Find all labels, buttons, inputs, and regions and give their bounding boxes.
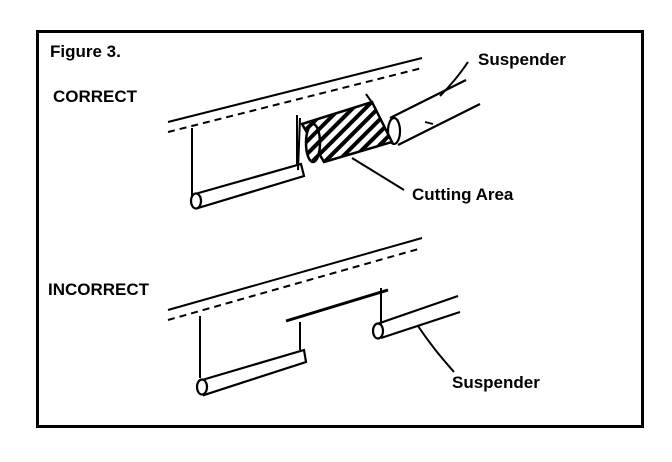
- suspender-bottom-leader: [417, 325, 455, 373]
- correct-label: CORRECT: [53, 87, 138, 106]
- figure-frame: [36, 30, 644, 428]
- cutting-area-label: Cutting Area: [412, 185, 514, 204]
- incorrect-diagram: [167, 237, 461, 397]
- suspender-left-pipe-bottom: [195, 348, 308, 397]
- incorrect-label: INCORRECT: [48, 280, 150, 299]
- figure-title: Figure 3.: [50, 42, 121, 61]
- ceiling-top: [167, 57, 423, 133]
- suspender-right-pipe-bottom: [371, 294, 461, 340]
- cutting-area-block: [297, 93, 394, 171]
- correct-diagram: [167, 57, 481, 210]
- suspender-top-leader: [439, 61, 469, 97]
- ceiling-bottom: [167, 237, 423, 321]
- cutting-area-leader: [351, 157, 405, 191]
- suspender-left-pipe: [189, 162, 306, 210]
- suspender-label-top: Suspender: [478, 50, 566, 69]
- cut-line-bar: [285, 288, 389, 323]
- suspender-label-bottom: Suspender: [452, 373, 540, 392]
- suspender-right-pipe: [386, 79, 481, 146]
